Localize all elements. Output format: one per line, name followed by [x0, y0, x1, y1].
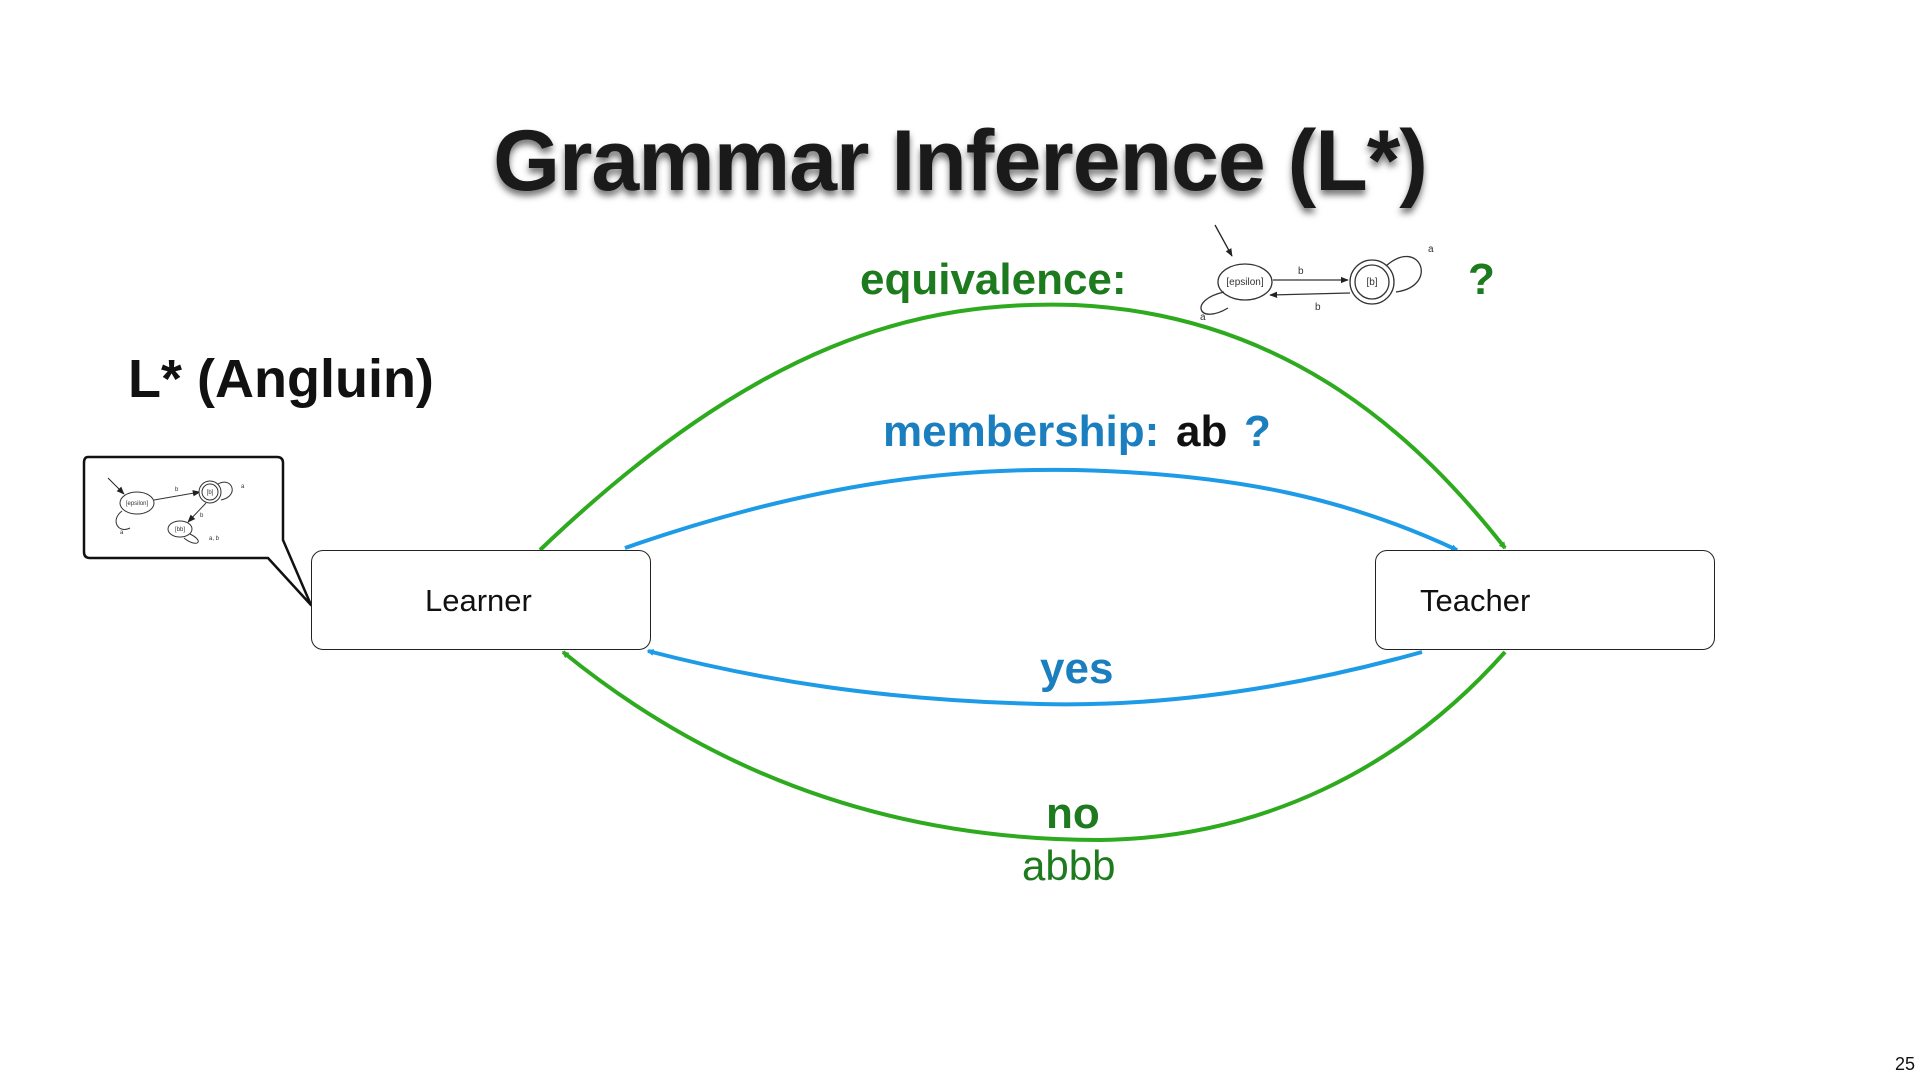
equivalence-label: equivalence:	[860, 255, 1127, 304]
hyp-sym-a-eps: a	[120, 530, 124, 536]
membership-label: membership:	[883, 407, 1160, 456]
eq-state-epsilon: [epsilon]	[1226, 277, 1263, 288]
yes-arrow	[646, 649, 1423, 707]
no-label: no	[1046, 789, 1100, 838]
yes-label: yes	[1040, 644, 1114, 693]
hyp-sym-b-2: b	[200, 513, 204, 519]
hyp-state-bb: [bb]	[175, 527, 185, 533]
learner-hypothesis-automaton: [epsilon] a b [b] a b [bb] a, b	[107, 477, 245, 544]
hyp-sym-b-1: b	[175, 487, 179, 493]
slide-title: Grammar Inference (L*)	[493, 113, 1428, 209]
eq-sym-a-eps: a	[1200, 312, 1206, 323]
slide-subtitle: L* (Angluin)	[128, 349, 434, 409]
equivalence-question-mark: ?	[1468, 255, 1495, 304]
no-arrow	[561, 650, 1507, 843]
learner-box	[311, 550, 651, 650]
hyp-sym-ab: a, b	[209, 536, 220, 542]
hyp-state-epsilon: [epsilon]	[126, 501, 149, 507]
teacher-box	[1375, 550, 1715, 650]
membership-query-word: ab	[1176, 407, 1228, 456]
equivalence-automaton: [epsilon] a b b [b] a	[1200, 224, 1434, 323]
counterexample-label: abbb	[1022, 842, 1116, 889]
eq-sym-b-back: b	[1315, 302, 1321, 313]
eq-sym-b-fwd: b	[1298, 266, 1304, 277]
hyp-sym-a-b: a	[241, 484, 245, 490]
eq-state-b: [b]	[1366, 277, 1377, 288]
equivalence-arrow	[538, 302, 1507, 552]
page-number: 25	[1895, 1054, 1916, 1074]
membership-arrow	[624, 467, 1459, 552]
hyp-state-b: [b]	[207, 490, 214, 496]
membership-question-mark: ?	[1244, 407, 1271, 456]
eq-sym-a-b: a	[1428, 244, 1434, 255]
learner-hypothesis-bubble: [epsilon] a b [b] a b [bb] a, b	[82, 455, 313, 607]
teacher-label: Teacher	[1420, 583, 1531, 618]
learner-label: Learner	[425, 583, 532, 618]
